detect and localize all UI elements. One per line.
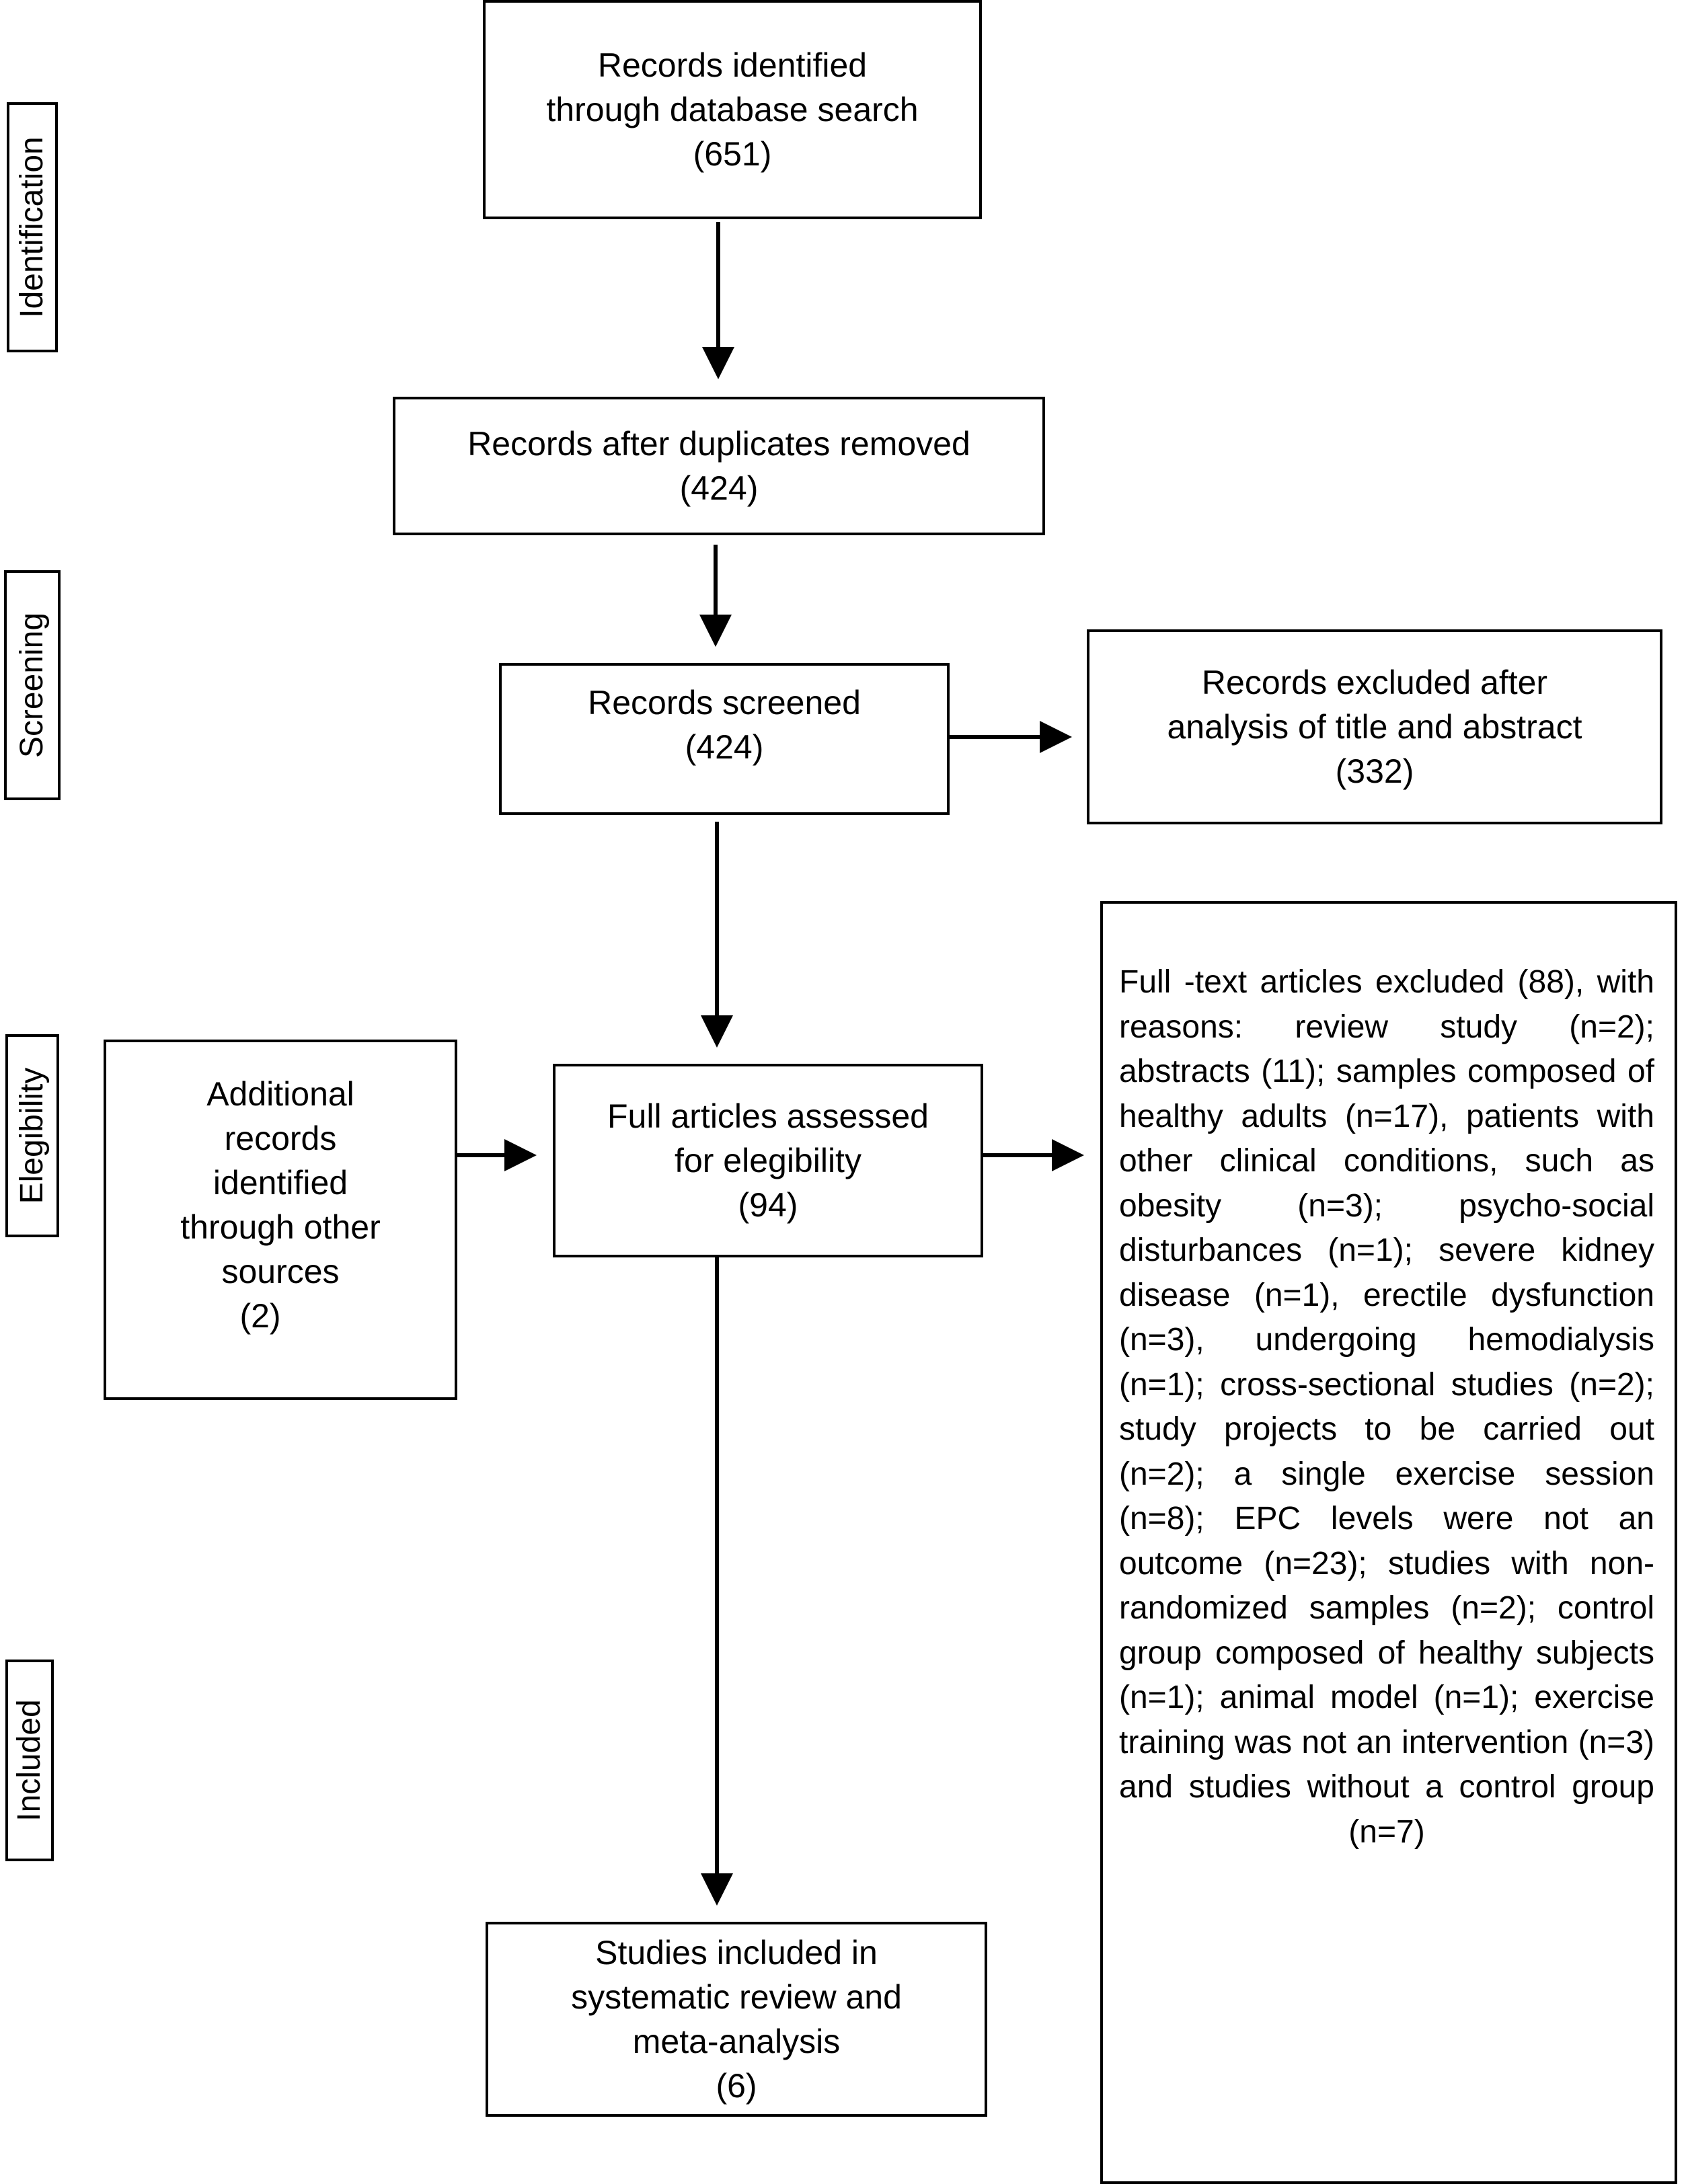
box-records-excluded-line-3: (332) xyxy=(1335,752,1414,790)
box-records-identified: Records identified through database sear… xyxy=(483,0,982,219)
box-additional-records-line-3: identified xyxy=(213,1164,348,1202)
box-studies-included-line-4: (6) xyxy=(716,2067,757,2105)
box-full-articles-assessed: Full articles assessed for elegibility (… xyxy=(553,1064,983,1257)
box-records-excluded: Records excluded after analysis of title… xyxy=(1087,629,1662,824)
box-additional-records-line-2: records xyxy=(224,1120,337,1157)
box-records-identified-line-2: through database search xyxy=(546,91,919,128)
box-additional-records-line-4: through other xyxy=(180,1208,381,1246)
box-additional-records-line-6: (2) xyxy=(239,1297,281,1335)
stage-eligibility: Elegibility xyxy=(5,1034,59,1237)
box-fulltext-excluded-text: Full -text articles excluded (88), with … xyxy=(1119,964,1654,1850)
box-records-screened-line-2: (424) xyxy=(685,728,764,766)
box-duplicates-removed-line-1: Records after duplicates removed xyxy=(467,425,970,463)
box-studies-included: Studies included in systematic review an… xyxy=(486,1922,987,2117)
box-additional-records-line-1: Additional xyxy=(206,1075,354,1113)
box-full-articles-assessed-line-2: for elegibility xyxy=(675,1142,861,1179)
box-studies-included-line-3: meta-analysis xyxy=(632,2023,841,2060)
box-additional-records-line-5: sources xyxy=(221,1253,340,1290)
box-records-identified-line-3: (651) xyxy=(693,135,772,173)
box-full-articles-assessed-line-3: (94) xyxy=(738,1186,798,1224)
box-studies-included-line-1: Studies included in xyxy=(595,1934,878,1972)
box-studies-included-line-2: systematic review and xyxy=(571,1978,902,2016)
box-records-excluded-line-2: analysis of title and abstract xyxy=(1167,708,1582,746)
box-records-screened-line-1: Records screened xyxy=(588,684,861,722)
box-full-articles-assessed-line-1: Full articles assessed xyxy=(607,1097,929,1135)
box-records-excluded-line-1: Records excluded after xyxy=(1201,664,1548,701)
box-records-screened: Records screened (424) xyxy=(499,663,950,815)
stage-screening: Screening xyxy=(4,570,61,800)
box-duplicates-removed-line-2: (424) xyxy=(679,469,759,507)
box-additional-records: Additional records identified through ot… xyxy=(104,1040,457,1400)
box-fulltext-excluded xyxy=(1100,901,1677,2184)
stage-identification: Identification xyxy=(7,102,58,352)
box-records-identified-line-1: Records identified xyxy=(597,46,868,84)
box-duplicates-removed: Records after duplicates removed (424) xyxy=(393,397,1045,535)
stage-included: Included xyxy=(5,1660,54,1861)
